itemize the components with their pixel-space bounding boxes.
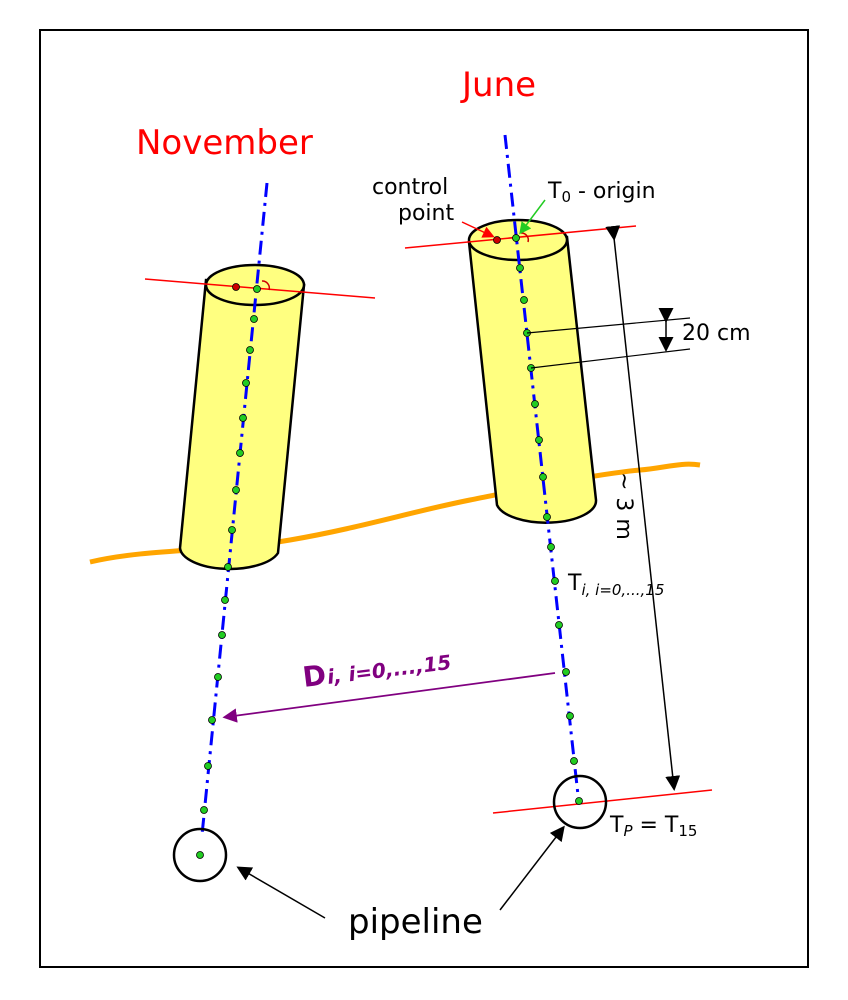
june-point-tp: [575, 797, 583, 805]
november-point: [214, 673, 222, 681]
june-control-point: [493, 236, 501, 244]
november-point: [236, 449, 244, 457]
june-point: [547, 543, 555, 551]
june-point-origin: [512, 234, 520, 242]
november-point: [242, 379, 250, 387]
june-point: [570, 757, 578, 765]
november-point: [218, 631, 226, 639]
origin-arrow: [519, 199, 546, 235]
length-label: ~ 3 m: [611, 472, 636, 540]
june-point: [535, 436, 543, 444]
november-point: [204, 762, 212, 770]
june-point: [539, 473, 547, 481]
pipeline-arrow-right: [499, 825, 565, 911]
november-label: November: [136, 123, 313, 163]
november-point: [250, 315, 258, 323]
november-points: [200, 285, 261, 814]
november-point: [239, 414, 247, 422]
june-point: [555, 621, 563, 629]
june-point: [520, 296, 528, 304]
november-point: [246, 346, 254, 354]
november-angle-mark: [261, 280, 271, 291]
november-point: [221, 596, 229, 604]
june-label: June: [460, 65, 536, 105]
length-dimension-arrow: [605, 225, 681, 791]
november-point: [228, 526, 236, 534]
november-point: [200, 806, 208, 814]
june-top-reference-line: [404, 225, 637, 249]
november-point: [208, 716, 216, 724]
pipeline-label: pipeline: [348, 902, 483, 942]
june-points: [512, 234, 583, 805]
november-control-point: [232, 283, 240, 291]
june-point: [562, 668, 570, 676]
june-point: [531, 400, 539, 408]
control-point-label-line2: point: [398, 201, 454, 226]
spacing-label: 20 cm: [682, 321, 751, 346]
displacement-arrow: [222, 672, 556, 723]
control-point-arrow: [461, 221, 495, 238]
november-point: [224, 563, 232, 571]
june-pipeline-circle: [552, 774, 608, 830]
june-point: [551, 577, 559, 585]
november-point: [253, 285, 261, 293]
pipeline-arrow-left: [236, 866, 326, 919]
ti-label: Ti, i=0,...,15: [567, 571, 664, 599]
november-pipeline-center: [196, 851, 204, 859]
tp-label: TP = T15: [609, 813, 697, 840]
june-bottom-reference-line: [492, 789, 713, 814]
control-point-label-line1: control: [372, 175, 448, 200]
november-point: [232, 486, 240, 494]
june-point: [516, 264, 524, 272]
june-axis: [503, 134, 580, 796]
t0-origin-label: T0 - origin: [547, 179, 656, 206]
june-point: [566, 712, 574, 720]
june-point: [543, 513, 551, 521]
november-pipeline-circle: [172, 827, 228, 883]
